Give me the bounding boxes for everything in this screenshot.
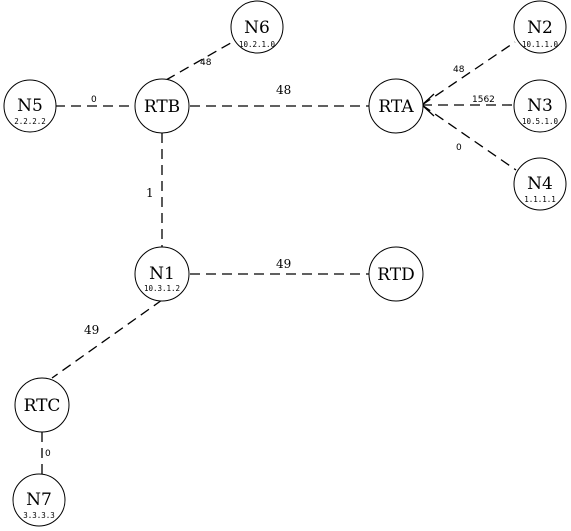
svg-text:3.3.3.3: 3.3.3.3 (23, 511, 55, 520)
node-rtd: RTD (368, 246, 424, 302)
node-rta: RTA (368, 78, 424, 134)
svg-text:RTD: RTD (377, 265, 414, 285)
svg-text:N6: N6 (244, 18, 270, 38)
svg-text:10.3.1.2: 10.3.1.2 (144, 284, 180, 293)
edge-n1-rtc (51, 299, 163, 379)
node-rtc: RTC (14, 377, 70, 433)
edge-rtb-n6 (165, 39, 237, 81)
svg-text:2.2.2.2: 2.2.2.2 (14, 117, 46, 126)
weight-n5-rtb: 0 (91, 95, 97, 105)
svg-text:1.1.1.1: 1.1.1.1 (524, 195, 556, 204)
svg-text:RTA: RTA (378, 97, 414, 117)
svg-text:N1: N1 (149, 264, 175, 284)
svg-text:RTB: RTB (144, 97, 180, 117)
node-n3: N3 10.5.1.0 (513, 79, 567, 133)
weight-rtc-n7: 0 (45, 449, 51, 459)
node-n7: N7 3.3.3.3 (12, 473, 66, 527)
svg-text:RTC: RTC (24, 396, 61, 416)
weight-rta-n2: 48 (453, 65, 465, 75)
node-rtb: RTB (134, 78, 190, 134)
svg-text:N5: N5 (17, 96, 43, 116)
svg-text:N4: N4 (527, 174, 553, 194)
node-n2: N2 10.1.1.0 (513, 0, 567, 54)
edges (41, 39, 517, 474)
svg-text:N2: N2 (527, 18, 553, 38)
node-n6: N6 10.2.1.0 (230, 0, 284, 54)
weight-rtb-n6: 48 (200, 58, 212, 68)
svg-text:N7: N7 (26, 490, 52, 510)
edge-rta-n4 (421, 104, 517, 171)
weight-n1-rtd: 49 (276, 257, 291, 271)
weight-rta-n3: 1562 (472, 95, 495, 105)
weight-rtb-rta: 48 (276, 83, 291, 97)
edge-rta-n2 (421, 41, 516, 106)
svg-text:N3: N3 (527, 96, 553, 116)
svg-text:10.1.1.0: 10.1.1.0 (522, 40, 559, 49)
node-n1: N1 10.3.1.2 (134, 246, 190, 302)
svg-text:10.5.1.0: 10.5.1.0 (522, 117, 559, 126)
weight-n1-rtc: 49 (84, 323, 99, 337)
node-n5: N5 2.2.2.2 (3, 79, 57, 133)
edge-weights: 48 0 48 48 1562 0 1 49 49 0 (45, 58, 495, 459)
svg-text:10.2.1.0: 10.2.1.0 (239, 40, 276, 49)
weight-rtb-n1: 1 (146, 186, 154, 200)
node-n4: N4 1.1.1.1 (513, 157, 567, 211)
weight-rta-n4: 0 (456, 143, 462, 153)
